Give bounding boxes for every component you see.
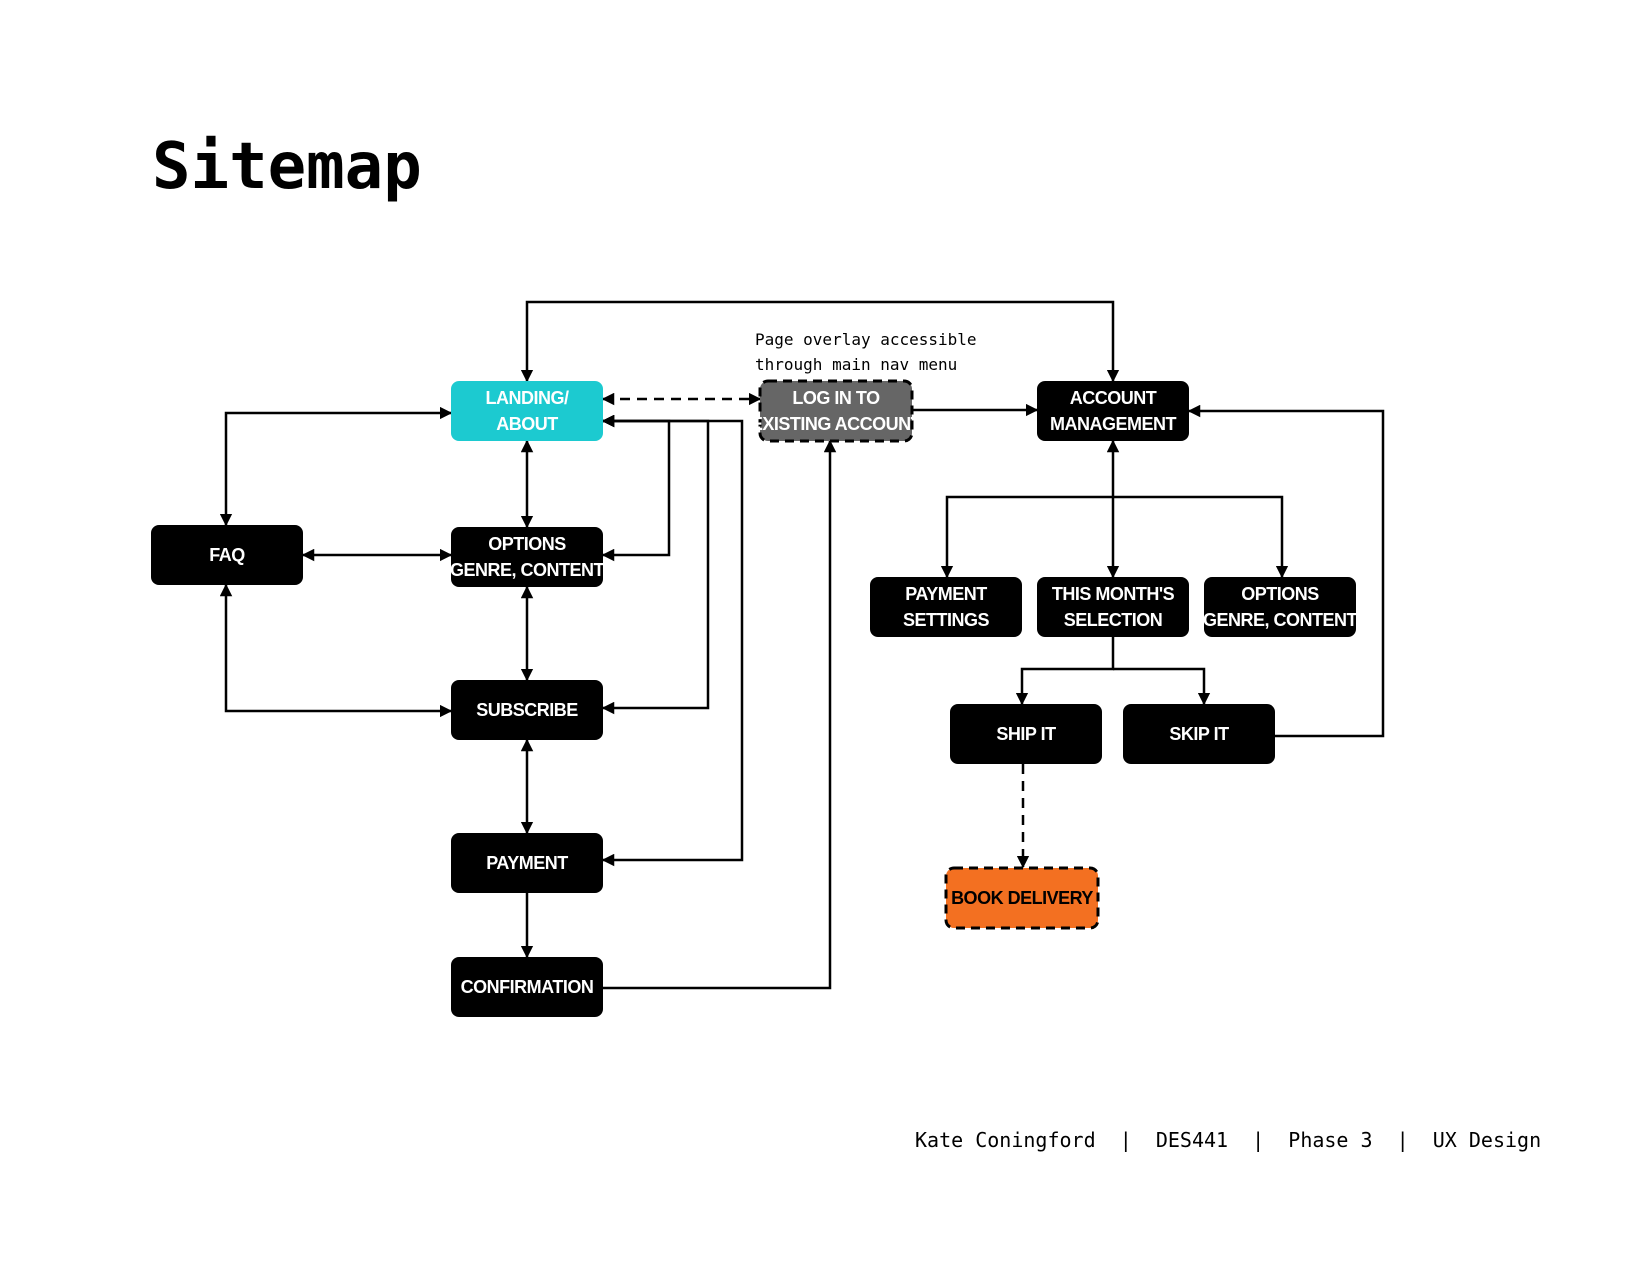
node-box <box>1123 704 1275 764</box>
node-account: ACCOUNT MANAGEMENT <box>1037 381 1189 441</box>
node-box <box>451 833 603 893</box>
edge-this-month-ship <box>1015 637 1115 706</box>
edge-faq-subscribe <box>219 583 453 718</box>
node-skip: SKIP IT <box>1123 704 1275 764</box>
node-label: (GENRE, CONTENT) <box>445 560 611 580</box>
annotation-note: Page overlay accessible through main nav… <box>755 330 977 374</box>
node-box <box>758 379 914 443</box>
node-box <box>1037 577 1189 637</box>
edge-account-options-right <box>1113 495 1289 579</box>
node-payment-settings: PAYMENT SETTINGS <box>870 577 1022 637</box>
node-label: CONFIRMATION <box>461 977 594 997</box>
edge-account-payment-settings <box>940 495 1113 579</box>
edge-landing-loop-payment <box>601 414 744 867</box>
node-label: ACCOUNT <box>1070 388 1157 408</box>
node-label: BOOK DELIVERY <box>951 888 1093 908</box>
node-label: FAQ <box>209 545 245 565</box>
note-line-1: Page overlay accessible <box>755 330 977 349</box>
node-label: SELECTION <box>1064 610 1163 630</box>
edge-this-month-skip <box>1113 667 1211 706</box>
node-box <box>451 381 603 441</box>
node-label: MANAGEMENT <box>1050 414 1176 434</box>
note-line-2: through main nav menu <box>755 355 957 374</box>
node-box <box>451 527 603 587</box>
node-confirmation: CONFIRMATION <box>451 957 603 1017</box>
node-label: ABOUT <box>496 414 558 434</box>
node-box <box>151 525 303 585</box>
node-label: (GENRE, CONTENT) <box>1198 610 1364 630</box>
node-label: THIS MONTH'S <box>1052 584 1175 604</box>
node-label: LANDING/ <box>486 388 569 408</box>
node-book: BOOK DELIVERY <box>944 866 1100 930</box>
node-label: SUBSCRIBE <box>476 700 578 720</box>
node-options-left: OPTIONS (GENRE, CONTENT) <box>445 527 611 587</box>
node-faq: FAQ <box>151 525 303 585</box>
edge-landing-loop-subscribe <box>601 414 710 715</box>
node-box <box>870 577 1022 637</box>
node-box <box>451 680 603 740</box>
node-label: EXISTING ACCOUNT <box>751 414 922 434</box>
node-label: PAYMENT <box>486 853 568 873</box>
node-box <box>950 704 1102 764</box>
node-label: PAYMENT <box>905 584 987 604</box>
node-box <box>451 957 603 1017</box>
node-login: LOG IN TO EXISTING ACCOUNT <box>751 379 922 443</box>
edge-confirmation-login <box>603 439 837 990</box>
node-label: SKIP IT <box>1169 724 1229 744</box>
node-options-right: OPTIONS (GENRE, CONTENT) <box>1198 577 1364 637</box>
node-label: SETTINGS <box>903 610 990 630</box>
node-subscribe: SUBSCRIBE <box>451 680 603 740</box>
page-title: Sitemap <box>152 130 422 204</box>
edge-landing-account <box>520 300 1120 383</box>
node-ship: SHIP IT <box>950 704 1102 764</box>
node-label: LOG IN TO <box>792 388 880 408</box>
node-this-month: THIS MONTH'S SELECTION <box>1037 577 1189 637</box>
edge-skip-account <box>1187 404 1385 738</box>
footer-credits: Kate Coningford | DES441 | Phase 3 | UX … <box>915 1128 1541 1152</box>
node-box <box>944 866 1100 930</box>
node-label: OPTIONS <box>1241 584 1319 604</box>
edge-landing-faq <box>219 406 453 527</box>
node-label: OPTIONS <box>488 534 566 554</box>
node-box <box>1204 577 1356 637</box>
edge-landing-loop-options <box>601 414 671 562</box>
node-payment: PAYMENT <box>451 833 603 893</box>
nodes-layer: LANDING/ABOUT FAQ OPTIONS (GENRE, CONTENT) S… <box>151 379 1364 1017</box>
node-label: SHIP IT <box>996 724 1056 744</box>
edges-layer <box>219 300 1385 990</box>
node-landing: LANDING/ABOUT <box>451 381 603 441</box>
node-box <box>1037 381 1189 441</box>
